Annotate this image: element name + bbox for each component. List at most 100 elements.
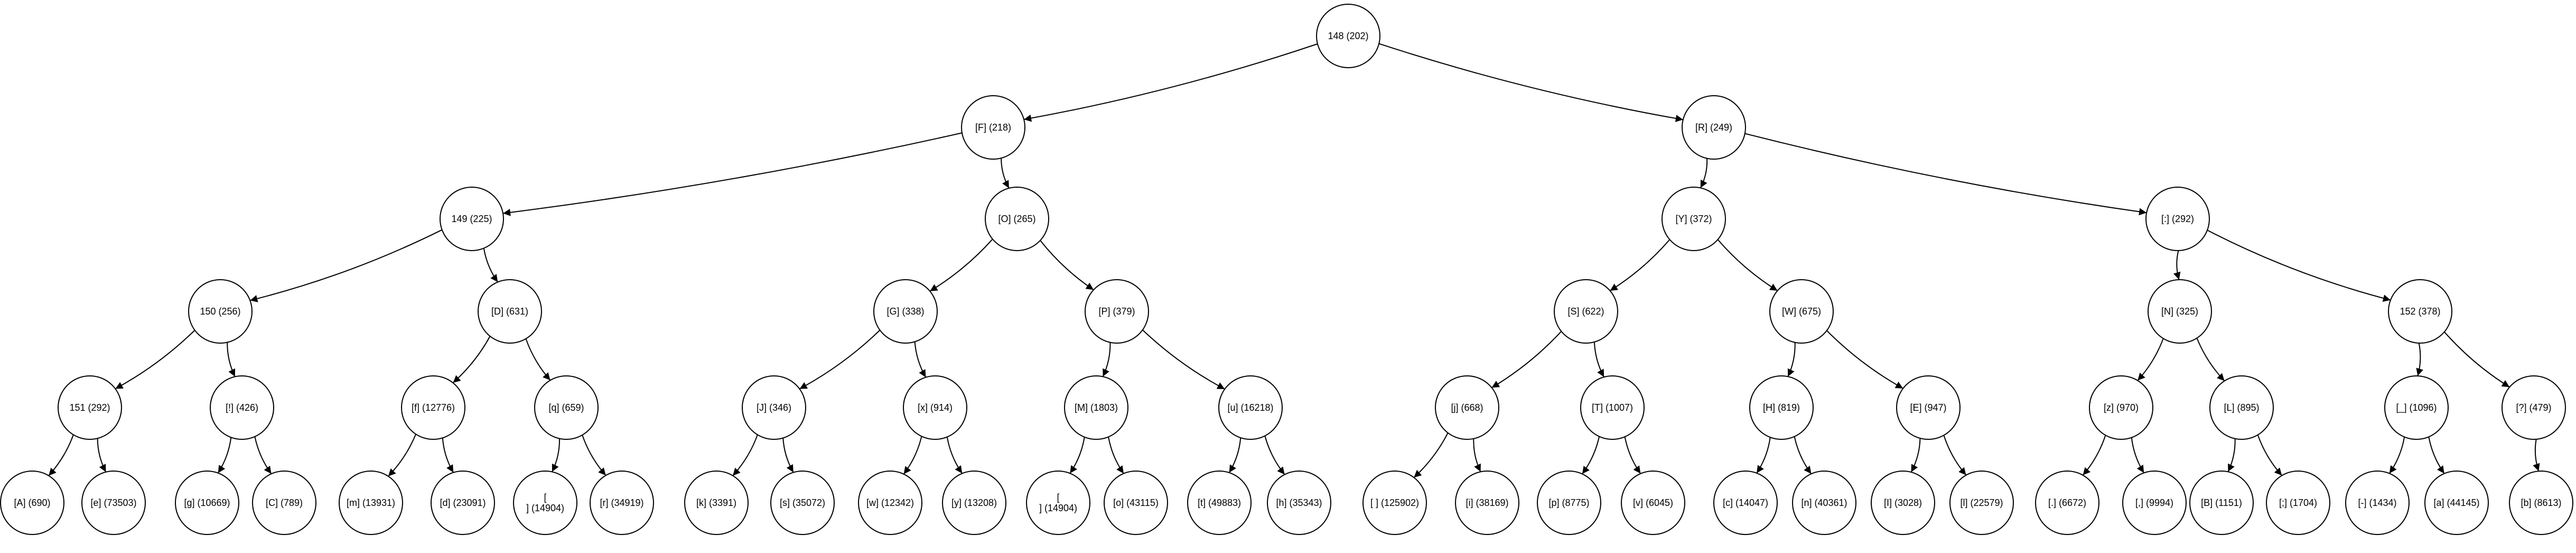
edge-n17-n36 (442, 438, 454, 473)
node-label: [u] (16218) (1227, 402, 1273, 413)
tree-node: [.] (6672) (2035, 471, 2099, 535)
edge-n2-n5 (1700, 158, 1708, 188)
node-circle (1749, 375, 1814, 440)
edge-n28-n58 (2257, 435, 2283, 476)
node-label: [Y] (372) (1675, 214, 1712, 224)
edge-n25-n51 (1756, 437, 1771, 474)
node-circle (175, 471, 239, 535)
edge-n29-n60 (2428, 437, 2445, 474)
node-circle (2148, 279, 2212, 344)
node-circle (0, 471, 64, 535)
edge-n10-n22 (1142, 329, 1225, 390)
node-label: [m] (13931) (347, 497, 395, 508)
node-circle (2502, 375, 2566, 440)
tree-node: [,] (9994) (2122, 471, 2187, 535)
tree-node: [P] (379) (1085, 279, 1149, 344)
node-label: [-] (1434) (2358, 497, 2396, 508)
tree-node: 149 (225) (440, 187, 504, 251)
node-circle (742, 375, 806, 440)
node-label: [g] (10669) (184, 497, 230, 508)
edge-n7-n16 (227, 342, 236, 377)
node-label: [;] (1704) (2279, 497, 2317, 508)
node-label: [h] (35343) (1276, 497, 1322, 508)
tree-node: [B] (1151) (2189, 471, 2254, 535)
node-label: [T] (1007) (1592, 402, 1633, 413)
tree-node: 150 (256) (188, 279, 253, 344)
node-label: [v] (6045) (1633, 497, 1673, 508)
node-circle (1682, 95, 1746, 160)
edge-n0-n1 (1023, 43, 1318, 122)
node-label: [a] (44145) (2433, 497, 2479, 508)
tree-node: [a] (44145) (2424, 471, 2489, 535)
node-circle (1218, 375, 1283, 440)
edge-n8-n18 (525, 338, 551, 381)
edge-n12-n25 (1787, 342, 1796, 377)
edge-n20-n42 (946, 437, 963, 474)
tree-node: [R] (249) (1682, 95, 1746, 160)
edge-n11-n24 (1593, 342, 1604, 377)
node-label: [N] (325) (2161, 306, 2198, 317)
node-circle (1026, 471, 1090, 535)
edge-n23-n47 (1413, 432, 1449, 478)
node-circle (188, 279, 253, 344)
tree-node: [A] (690) (0, 471, 64, 535)
edge-n29-n59 (2388, 437, 2405, 474)
edge-n11-n23 (1491, 331, 1562, 389)
tree-node: [T] (1007) (1580, 375, 1645, 440)
tree-node: [k] (3391) (684, 471, 749, 535)
node-label: [x] (914) (918, 402, 953, 413)
edge-n20-n41 (903, 436, 922, 475)
edge-n27-n55 (2082, 435, 2106, 476)
edge-n21-n44 (1108, 437, 1124, 474)
node-circle (1267, 471, 1331, 535)
edge-n19-n40 (782, 438, 794, 473)
node-label: [y] (13208) (951, 497, 997, 508)
node-label: [d] (23091) (440, 497, 486, 508)
node-label: [p] (8775) (1548, 497, 1589, 508)
edge-n14-n30 (2444, 331, 2510, 388)
edge-n4-n10 (1040, 240, 1094, 291)
node-circle (339, 471, 403, 535)
edge-n9-n20 (914, 342, 927, 378)
node-circle (1896, 375, 1961, 440)
node-label: [,] (9994) (2135, 497, 2173, 508)
node-label: 151 (292) (69, 402, 110, 413)
node-circle (770, 471, 835, 535)
node-label: [M] (1803) (1075, 402, 1118, 413)
node-label: [A] (690) (14, 497, 50, 508)
edge-n14-n29 (2416, 343, 2423, 376)
node-circle (2266, 471, 2330, 535)
tree-node: [w] (12342) (858, 471, 922, 535)
node-label: [q] (659) (548, 402, 584, 413)
tree-node: [l] (22579) (1949, 471, 2014, 535)
node-label: [E] (947) (1910, 402, 1946, 413)
node-label: [o] (43115) (1113, 497, 1159, 508)
tree-node: [r] (34919) (590, 471, 654, 535)
node-circle (2089, 375, 2153, 440)
node-circle (2145, 187, 2210, 251)
node-label: [P] (379) (1098, 306, 1135, 317)
node-circle (873, 279, 938, 344)
edge-n6-n14 (2207, 229, 2391, 302)
node-label: [C] (789) (266, 497, 303, 508)
edge-n23-n48 (1473, 438, 1481, 472)
node-label: 149 (225) (451, 214, 492, 224)
edge-n3-n8 (483, 248, 499, 283)
node-circle (1104, 471, 1168, 535)
node-label: [D] (631) (491, 306, 528, 317)
edge-n1-n4 (1001, 158, 1010, 189)
tree-node: [;] (1704) (2266, 471, 2330, 535)
edge-n26-n54 (1943, 435, 1967, 476)
node-label: 148 (202) (1328, 31, 1368, 41)
node-label: 150 (256) (200, 306, 240, 317)
node-label: [n] (40361) (1801, 497, 1847, 508)
node-circle (1064, 375, 1128, 440)
node-label: [O] (265) (998, 214, 1035, 224)
node-label: [J] (346) (757, 402, 791, 413)
node-label: [ (544, 492, 546, 503)
tree-node: [Y] (372) (1662, 187, 1726, 251)
node-label: [s] (35072) (780, 497, 825, 508)
edge-n24-n49 (1582, 436, 1600, 474)
node-circle (2209, 375, 2274, 440)
